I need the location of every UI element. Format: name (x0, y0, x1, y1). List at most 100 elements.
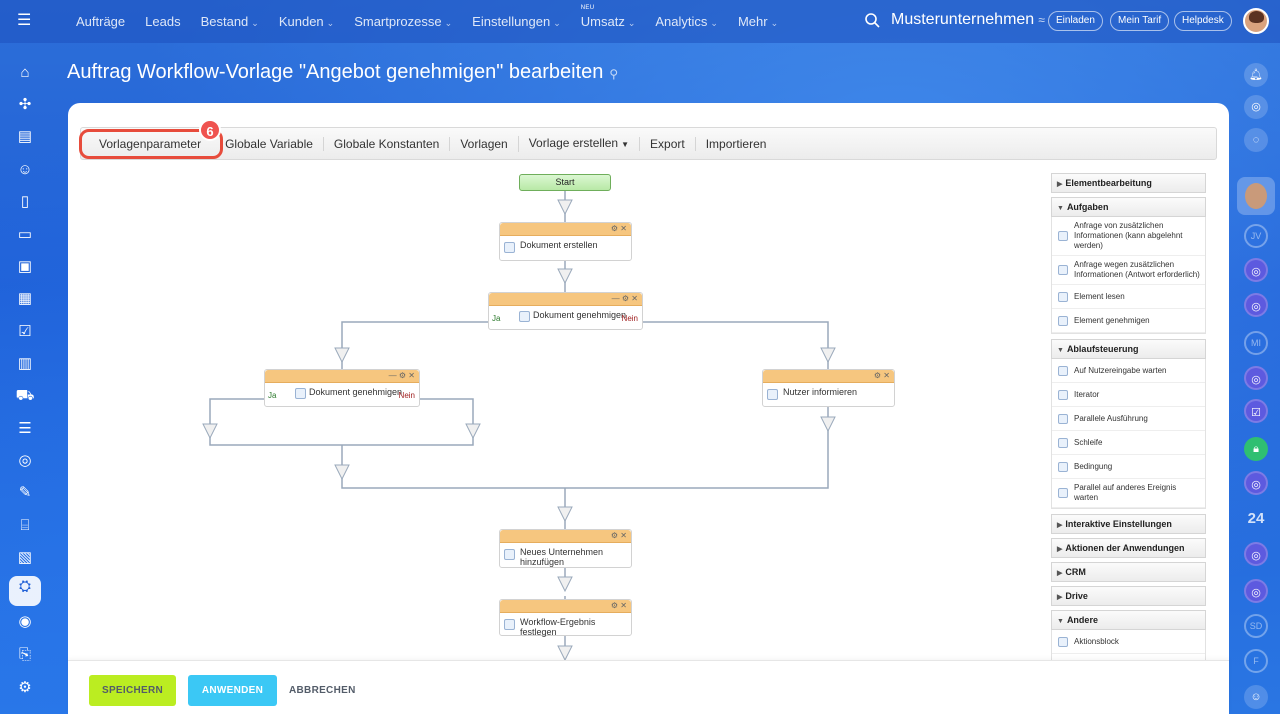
doc-arrow-icon[interactable]: ⎘ (18, 646, 31, 663)
robot-icon[interactable]: ⛭ (9, 576, 41, 606)
bell-icon[interactable]: 🔔︎ (1244, 63, 1268, 87)
tab-global-constants[interactable]: Globale Konstanten (322, 136, 449, 151)
bar-chart-icon[interactable]: ▥ (17, 355, 33, 372)
palette-item[interactable]: Schleife (1052, 431, 1205, 455)
task-icon[interactable]: ☑ (1244, 399, 1268, 423)
file-icon[interactable]: ▯ (20, 193, 30, 210)
palette-item[interactable]: Aktionsblock (1052, 630, 1205, 654)
chat-icon[interactable]: ◌ (1244, 128, 1268, 152)
export-button[interactable]: Export (639, 136, 695, 151)
nav-item-kunden[interactable]: Kunden⌄ (278, 14, 335, 29)
branch-no-label: Nein (398, 391, 415, 400)
pen-icon[interactable]: ✎ (18, 484, 32, 501)
checkbox-icon[interactable]: ☑ (18, 323, 32, 340)
palette-item[interactable]: Element genehmigen (1052, 309, 1205, 333)
user-avatar[interactable] (1243, 8, 1269, 34)
user-avatar[interactable]: ☺ (1244, 685, 1268, 709)
node-controls[interactable]: ⚙ ✕ (763, 370, 894, 383)
node-nutzer-informieren[interactable]: ⚙ ✕ Nutzer informieren (762, 369, 895, 407)
node-controls[interactable]: — ⚙ ✕ (265, 370, 419, 383)
store-icon[interactable]: ⌸ (20, 517, 30, 534)
palette-section-header[interactable]: ▼Aufgaben (1051, 197, 1206, 217)
palette-item[interactable]: Element lesen (1052, 285, 1205, 309)
funnel-icon[interactable]: ☰ (18, 420, 32, 437)
palette-section-header[interactable]: ▶CRM (1051, 562, 1206, 582)
tab-template-parameters[interactable]: Vorlagenparameter (78, 128, 224, 159)
palette-section-header[interactable]: ▶Drive (1051, 586, 1206, 606)
contact-card-icon[interactable]: ▧ (17, 549, 33, 566)
contact-avatar[interactable] (1237, 177, 1275, 215)
document-icon[interactable]: ▤ (17, 128, 33, 145)
group-icon[interactable]: ◎ (1244, 579, 1268, 603)
puzzle-icon[interactable]: ✣ (18, 96, 32, 113)
avatar-f[interactable]: F (1244, 649, 1268, 673)
cart-icon[interactable]: ⛟ (15, 387, 35, 404)
node-workflow-ergebnis[interactable]: ⚙ ✕ Workflow-Ergebnis festlegen (499, 599, 632, 637)
hamburger-menu-icon[interactable]: ☰ (17, 12, 32, 29)
gear-icon[interactable]: ⚙ (18, 679, 32, 696)
palette-section-header[interactable]: ▶Interaktive Einstellungen (1051, 514, 1206, 534)
users-icon[interactable]: ☺ (17, 161, 33, 178)
nav-item-einstellungen[interactable]: Einstellungen⌄ (472, 14, 561, 29)
group-icon[interactable]: ◎ (1244, 293, 1268, 317)
create-template-dropdown[interactable]: Vorlage erstellen▼ (517, 135, 639, 152)
node-controls[interactable]: — ⚙ ✕ (489, 293, 642, 306)
avatar-mi[interactable]: MI (1244, 331, 1268, 355)
palette-section-header[interactable]: ▼Andere (1051, 610, 1206, 630)
copilot-icon[interactable]: ◎ (1244, 95, 1268, 119)
node-dokument-erstellen[interactable]: ⚙ ✕ Dokument erstellen (499, 222, 632, 261)
palette-item[interactable]: Iterator (1052, 383, 1205, 407)
avatar-jv[interactable]: JV (1244, 224, 1268, 248)
app-icon[interactable]: ◉ (18, 613, 32, 630)
palette-item[interactable]: Parallel auf anderes Ereignis warten (1052, 479, 1205, 508)
palette-section-header[interactable]: ▼Ablaufsteuerung (1051, 339, 1206, 359)
apply-button[interactable]: ANWENDEN (188, 675, 277, 706)
company-name[interactable]: Musterunternehmen≈ (891, 11, 1045, 28)
helpdesk-button[interactable]: Helpdesk (1174, 11, 1232, 31)
pin-icon[interactable]: ⚲ (609, 67, 619, 81)
nav-item-mehr[interactable]: Mehr⌄ (737, 14, 779, 29)
tab-templates[interactable]: Vorlagen (449, 136, 517, 151)
target-icon[interactable]: ◎ (18, 452, 32, 469)
palette-item[interactable]: Bedingung (1052, 455, 1205, 479)
my-plan-button[interactable]: Mein Tarif (1110, 11, 1170, 31)
search-icon[interactable] (864, 12, 880, 28)
avatar-sd[interactable]: SD (1244, 614, 1268, 638)
nav-item-bestand[interactable]: Bestand⌄ (200, 14, 259, 29)
node-neues-unternehmen[interactable]: ⚙ ✕ Neues Unternehmen hinzufügen (499, 529, 632, 568)
palette-item[interactable]: Anfrage wegen zusätzlichen Informationen… (1052, 256, 1205, 285)
nav-item-smartprozesse[interactable]: Smartprozesse⌄ (354, 14, 453, 29)
triangle-right-icon: ▶ (1057, 522, 1063, 529)
nav-item-analytics[interactable]: Analytics⌄ (655, 14, 718, 29)
save-button[interactable]: SPEICHERN (89, 675, 176, 706)
home-icon[interactable]: ⌂ (20, 64, 30, 81)
palette-section-header[interactable]: ▶Elementbearbeitung (1051, 173, 1206, 193)
lock-icon[interactable]: 🔒︎ (1244, 437, 1268, 461)
triangle-right-icon: ▶ (1057, 181, 1063, 188)
node-controls[interactable]: ⚙ ✕ (500, 530, 631, 543)
group-icon[interactable]: ◎ (1244, 366, 1268, 390)
cancel-button[interactable]: ABBRECHEN (289, 685, 356, 696)
import-button[interactable]: Importieren (694, 136, 777, 151)
invite-button[interactable]: Einladen (1048, 11, 1103, 31)
nav-item-leads[interactable]: Leads (145, 14, 181, 29)
nav-item-auftraege[interactable]: Aufträge (76, 14, 126, 29)
group-icon[interactable]: ◎ (1244, 258, 1268, 282)
presentation-icon[interactable]: ▣ (17, 258, 33, 275)
node-controls[interactable]: ⚙ ✕ (500, 223, 631, 236)
palette-item[interactable]: Auf Nutzereingabe warten (1052, 359, 1205, 383)
palette-section-header[interactable]: ▶Aktionen der Anwendungen (1051, 538, 1206, 558)
bitrix24-logo[interactable]: 24 (1247, 510, 1265, 527)
group-icon[interactable]: ◎ (1244, 542, 1268, 566)
calendar-icon[interactable]: ▦ (17, 290, 33, 307)
palette-item[interactable]: Parallele Ausführung (1052, 407, 1205, 431)
tab-global-variables[interactable]: Globale Variable (225, 136, 313, 151)
card-icon[interactable]: ▭ (17, 226, 33, 243)
group-icon[interactable]: ◎ (1244, 471, 1268, 495)
start-node[interactable]: Start (519, 174, 611, 191)
node-controls[interactable]: ⚙ ✕ (500, 600, 631, 613)
palette-item[interactable]: Anfrage von zusätzlichen Informationen (… (1052, 217, 1205, 256)
node-dokument-genehmigen[interactable]: — ⚙ ✕ Ja Dokument genehmigen Nein (488, 292, 643, 330)
node-dokument-genehmigen-nested[interactable]: — ⚙ ✕ Ja Dokument genehmigen Nein (264, 369, 420, 407)
